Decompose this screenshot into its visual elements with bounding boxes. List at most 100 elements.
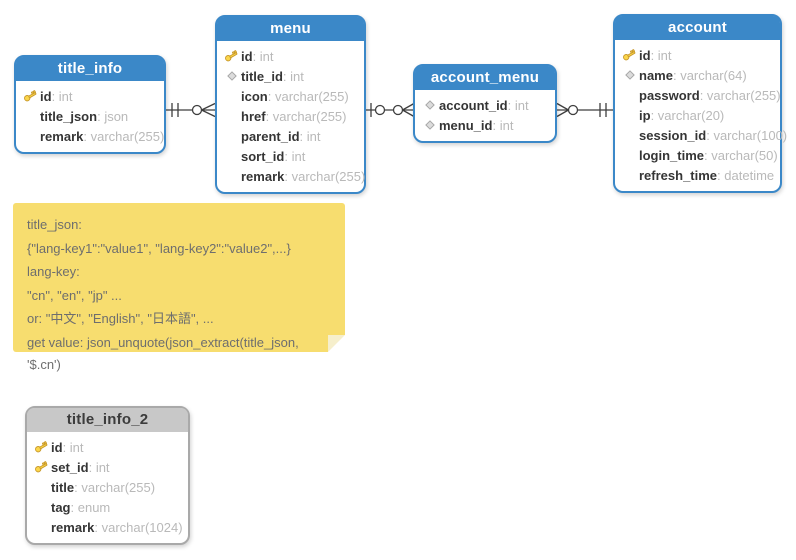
field-type: varchar(100) [706, 128, 787, 143]
field-row: id int [22, 86, 158, 106]
field-row: title_json json [22, 106, 158, 126]
connector-menu-account_menu[interactable] [366, 102, 415, 118]
field-row: account_id int [421, 95, 549, 115]
field-type: varchar(64) [673, 68, 746, 83]
field-name: password [639, 87, 700, 103]
table-title-info[interactable]: title_info id int title_json json remark [14, 55, 166, 154]
field-name: session_id [639, 127, 707, 143]
field-row: ip varchar(20) [621, 105, 774, 125]
field-type: varchar(20) [651, 108, 724, 123]
field-type: enum [71, 500, 111, 515]
field-type: varchar(255) [284, 169, 366, 184]
field-row: icon varchar(255) [223, 86, 358, 106]
field-type: varchar(50) [704, 148, 777, 163]
field-row: href varchar(255) [223, 106, 358, 126]
field-name: href [241, 108, 266, 124]
field-row: set_id int [33, 457, 182, 477]
table-title-info-2-header[interactable]: title_info_2 [27, 408, 188, 432]
field-row: title_id int [223, 66, 358, 86]
sticky-note[interactable]: title_json: {"lang-key1":"value1", "lang… [13, 203, 345, 372]
foreign-key-diamond-icon [421, 99, 439, 111]
field-name: name [639, 67, 673, 83]
table-account-menu-header[interactable]: account_menu [415, 66, 555, 90]
field-type: json [97, 109, 128, 124]
field-name: login_time [639, 147, 705, 163]
field-name: remark [51, 519, 95, 535]
field-row: remark varchar(255) [22, 126, 164, 146]
field-row: sort_id int [223, 146, 358, 166]
note-line: "cn", "en", "jp" ... [27, 287, 122, 303]
foreign-key-diamond-icon [421, 119, 439, 131]
field-row: menu_id int [421, 115, 549, 135]
connector-title_info-menu[interactable] [166, 102, 216, 118]
field-row: refresh_time datetime [621, 165, 774, 185]
field-name: icon [241, 88, 268, 104]
field-type: int [89, 460, 110, 475]
field-type: varchar(1024) [94, 520, 183, 535]
foreign-key-diamond-icon [223, 70, 241, 82]
field-name: title_id [241, 68, 283, 84]
field-name: refresh_time [639, 167, 718, 183]
table-account-menu-body: account_id int menu_id int [415, 90, 555, 141]
field-row: id int [621, 45, 774, 65]
field-name: set_id [51, 459, 89, 475]
table-account-body: id int name varchar(64) password varchar… [615, 40, 787, 191]
field-row: id int [223, 46, 358, 66]
primary-key-icon [33, 459, 51, 475]
field-row: session_id varchar(100) [621, 125, 787, 145]
field-type: int [300, 129, 321, 144]
table-title-info-2[interactable]: title_info_2 id int set_id int [25, 406, 190, 545]
field-row: id int [33, 437, 182, 457]
table-account-header[interactable]: account [615, 16, 780, 40]
table-title-info-header[interactable]: title_info [16, 57, 164, 81]
field-type: int [508, 98, 529, 113]
field-name: remark [40, 128, 84, 144]
field-row: remark varchar(1024) [33, 517, 183, 537]
field-name: remark [241, 168, 285, 184]
field-name: id [40, 88, 52, 104]
field-name: account_id [439, 97, 508, 113]
field-name: ip [639, 107, 651, 123]
field-row: tag enum [33, 497, 182, 517]
field-name: id [51, 439, 63, 455]
table-account-menu[interactable]: account_menu account_id int menu_id int [413, 64, 557, 143]
field-name: menu_id [439, 117, 493, 133]
field-name: title_json [40, 108, 98, 124]
field-type: int [284, 149, 306, 164]
field-name: tag [51, 499, 71, 515]
field-name: id [241, 48, 253, 64]
table-title-info-2-body: id int set_id int title varchar(255) t [27, 432, 188, 543]
field-row: remark varchar(255) [223, 166, 365, 186]
connector-account_menu-account[interactable] [556, 102, 613, 118]
table-menu-body: id int title_id int icon varchar(255) hr… [217, 41, 365, 192]
field-name: id [639, 47, 651, 63]
primary-key-icon [33, 439, 51, 455]
table-menu[interactable]: menu id int title_id int icon [215, 15, 366, 194]
field-type: int [52, 89, 73, 104]
table-title-info-body: id int title_json json remark varchar(25… [16, 81, 164, 152]
field-row: password varchar(255) [621, 85, 781, 105]
primary-key-icon [223, 48, 241, 64]
field-type: varchar(255) [268, 89, 349, 104]
field-type: varchar(255) [266, 109, 347, 124]
table-account[interactable]: account id int name varchar(64) pass [613, 14, 787, 193]
field-type: int [492, 118, 514, 133]
field-type: int [651, 48, 672, 63]
note-fold-corner-icon [328, 335, 345, 352]
field-type: varchar(255) [700, 88, 781, 103]
table-menu-header[interactable]: menu [217, 17, 364, 41]
primary-key-icon [621, 47, 639, 63]
field-name: parent_id [241, 128, 300, 144]
field-row: parent_id int [223, 126, 358, 146]
field-row: login_time varchar(50) [621, 145, 778, 165]
field-row: title varchar(255) [33, 477, 182, 497]
note-line: lang-key: [27, 264, 80, 279]
note-line: title_json: [27, 217, 82, 232]
note-line: or: "中文", "English", "日本語", ... [27, 311, 214, 326]
field-type: datetime [717, 168, 774, 183]
field-type: int [63, 440, 84, 455]
field-type: varchar(255) [83, 129, 165, 144]
field-type: int [253, 49, 274, 64]
note-line: get value: json_unquote(json_extract(tit… [27, 334, 299, 372]
